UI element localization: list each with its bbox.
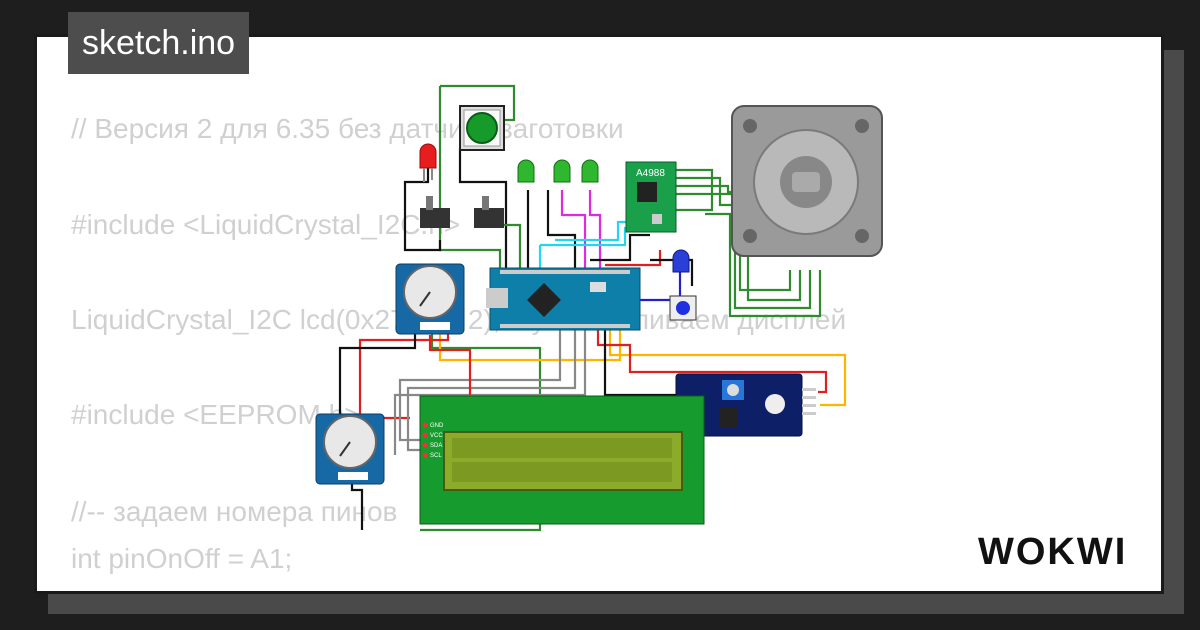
a4988-driver: A4988 [625,161,677,233]
driver-label: A4988 [636,168,665,179]
red-led [419,143,437,182]
lcd-pin-label: GND [430,423,444,429]
arduino-nano [486,267,641,331]
lcd-display: GND VCC SDA SCL [419,395,705,525]
potentiometer-bottom [315,413,385,485]
blue-button [669,295,697,321]
green-leds [517,159,599,183]
slide-switches [420,196,504,228]
potentiometer-top [395,263,465,335]
code-line: // Версия 2 для 6.35 без датчика заготов… [71,113,624,144]
stepper-motor [731,105,883,257]
blue-led [672,249,690,273]
file-title: sketch.ino [68,12,250,74]
sensor-module [675,373,816,437]
wokwi-logo-icon: WOKWI [978,531,1127,573]
code-line: #include <LiquidCrystal_I2C.h> [71,209,461,240]
code-line: #include <EEPROM.h> [71,399,361,430]
code-line: int pinOnOff = A1; [71,543,293,574]
wokwi-logo-text: WOKWI [978,531,1127,573]
lcd-pin-label: VCC [430,433,443,439]
pushbutton-green [459,105,505,151]
lcd-pin-label: SCL [430,453,442,459]
code-line: //-- задаем номера пинов [71,496,398,527]
lcd-pin-label: SDA [430,443,442,449]
